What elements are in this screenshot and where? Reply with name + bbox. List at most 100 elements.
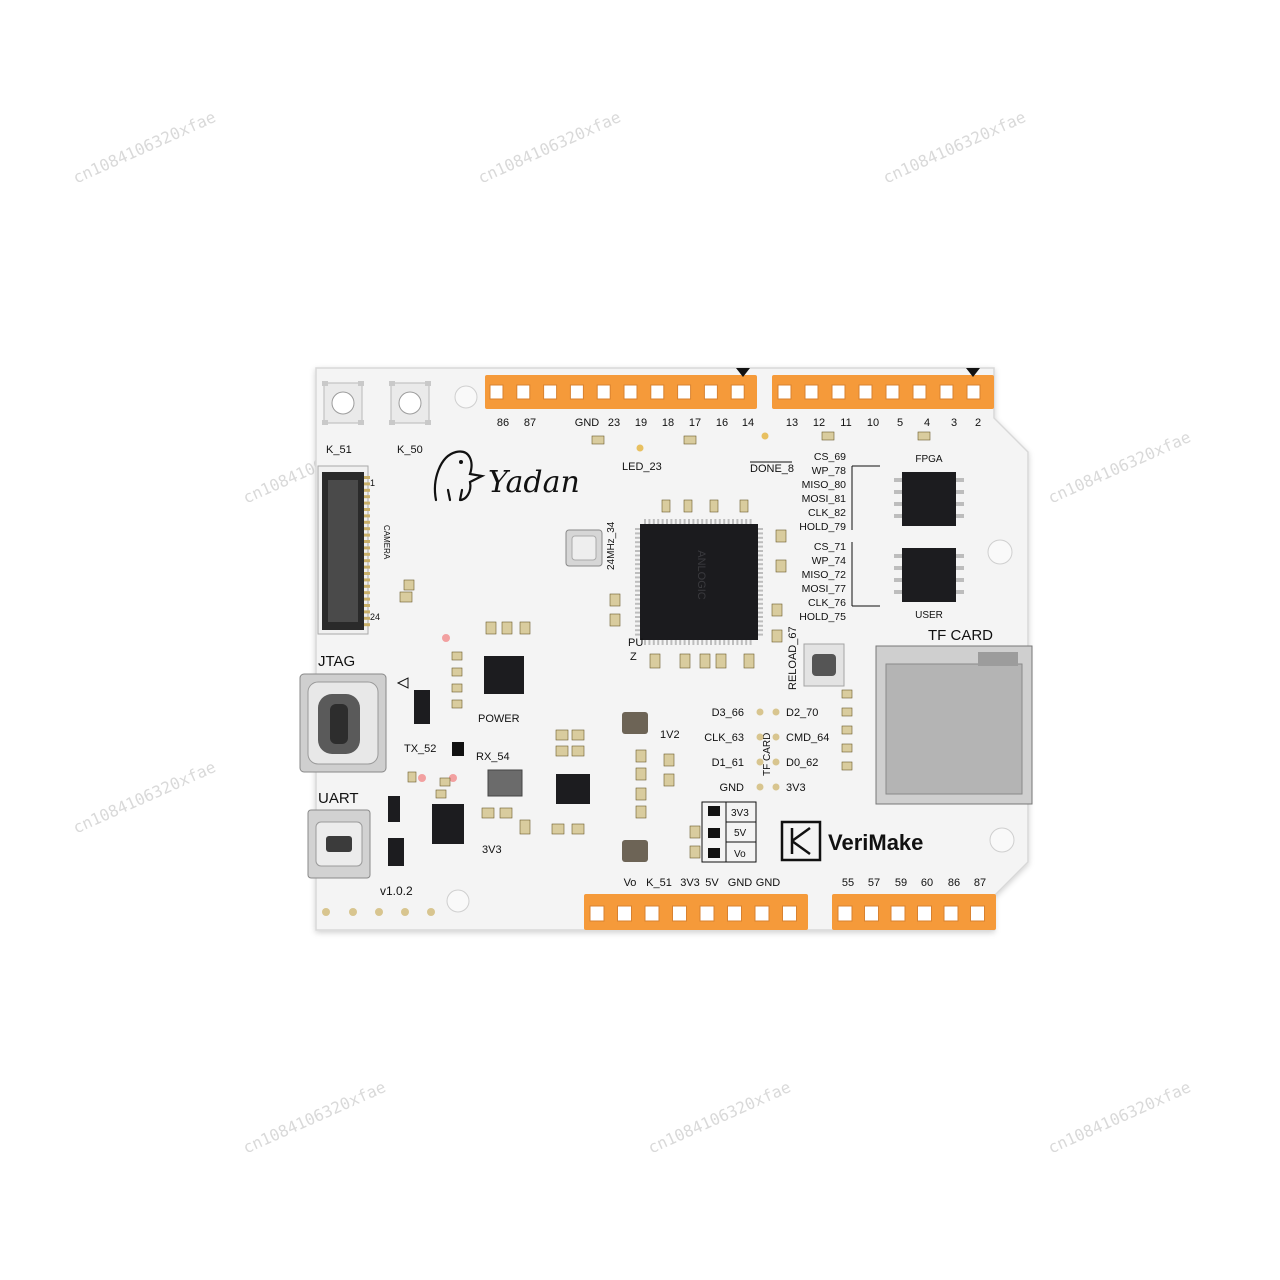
header-hole: [885, 384, 900, 400]
ic-pin: [894, 490, 902, 494]
tf-card-slot[interactable]: [875, 645, 1033, 805]
connector-pin: [364, 527, 370, 531]
ic-pin: [758, 532, 763, 535]
top-header-right[interactable]: [772, 375, 994, 409]
ic-pin: [635, 580, 640, 583]
ic-pin: [635, 585, 640, 588]
connector-pin: [364, 604, 370, 607]
brand-text: Yadan: [488, 465, 580, 500]
verimake-logo: VeriMake: [780, 820, 923, 862]
z-label: Z: [630, 651, 637, 663]
header-hole: [644, 905, 660, 922]
smd-passive: [683, 499, 693, 513]
smd-passive: [451, 683, 463, 693]
tx-led: [418, 774, 426, 782]
ic-pin: [692, 640, 695, 645]
ic-pin: [894, 578, 902, 582]
smd-passive: [715, 653, 727, 669]
connector-pin: [364, 616, 370, 620]
ic-pin: [758, 536, 763, 539]
ic-pin: [758, 620, 763, 623]
ic-pin: [758, 545, 763, 548]
header-hole: [970, 905, 985, 922]
voltage-option: 3V3: [731, 808, 749, 819]
header-hole: [677, 384, 692, 400]
camera-connector[interactable]: [317, 465, 369, 635]
ic-pin: [635, 532, 640, 535]
flash-pin-label: CLK_82: [808, 507, 846, 519]
tf-pin-label: CMD_64: [786, 732, 829, 744]
pin-label: 3V3: [680, 877, 700, 889]
ic-pin: [648, 640, 651, 645]
flash-pin-label: WP_78: [812, 465, 847, 477]
ic-pin: [758, 594, 763, 596]
diode: [388, 796, 400, 822]
voltage-select-jumper[interactable]: [701, 801, 757, 863]
smd-passive: [555, 745, 569, 757]
header-hole: [966, 384, 981, 400]
ic-pin: [670, 519, 673, 524]
camera-pins: [364, 476, 370, 627]
tx-label: TX_52: [404, 743, 436, 755]
ic-pin: [661, 640, 664, 645]
header-hole: [650, 384, 665, 400]
connector-pin: [364, 540, 370, 543]
tf-right-pin-labels: D2_70 CMD_64 D0_62 3V3: [786, 707, 829, 794]
uart-bridge-chip: [432, 804, 464, 844]
ic-pin: [705, 640, 708, 645]
tf-test-pads: [756, 708, 780, 791]
header-hole: [831, 384, 846, 400]
bottom-header-right-labels: 55 57 59 60 86 87: [842, 877, 986, 889]
tf-card-vertical-label: TF CARD: [762, 733, 773, 776]
header-hole: [489, 384, 504, 400]
fpga-chip-pins: [635, 519, 763, 645]
top-header-left[interactable]: [485, 375, 757, 409]
mounting-hole: [987, 539, 1013, 565]
regulator: [388, 838, 404, 866]
version-label: v1.0.2: [380, 884, 413, 898]
pin-label: 18: [662, 417, 674, 429]
ic-pin: [758, 611, 763, 614]
ic-pin: [718, 519, 721, 524]
header-pins: [489, 384, 981, 400]
flash-pin-label: MOSI_77: [802, 583, 847, 595]
ic-pin: [635, 576, 640, 579]
smd-passive: [519, 621, 531, 635]
ic-pin: [758, 598, 763, 601]
ic-pin: [758, 624, 763, 627]
done-label: DONE_8: [750, 463, 794, 475]
smd-passive: [771, 629, 783, 643]
smd-passive: [679, 653, 691, 669]
voltage-option: 5V: [734, 828, 747, 839]
smd-passive: [771, 603, 783, 617]
ic-pin: [736, 640, 739, 645]
k50-button[interactable]: [389, 381, 431, 425]
logo-text: VeriMake: [828, 830, 923, 855]
smd-passive: [571, 745, 585, 757]
ic-pin: [758, 528, 763, 530]
ic-pin: [894, 514, 902, 518]
flash-pin-label: MISO_72: [802, 569, 847, 581]
ic-pin: [758, 616, 763, 618]
pin-label: 55: [842, 877, 854, 889]
bottom-header-left[interactable]: [584, 894, 808, 930]
ic-pin: [758, 633, 763, 636]
connector-pin: [364, 559, 370, 563]
ic-pin: [666, 519, 668, 524]
connector-pin: [364, 508, 370, 511]
tf-left-pin-labels: D3_66 CLK_63 D1_61 GND: [704, 707, 744, 794]
ic-pin: [683, 519, 686, 524]
ic-pin: [679, 640, 682, 645]
smd-passive: [917, 431, 931, 441]
pin-label: 5: [897, 417, 903, 429]
jtag-usb-c-port[interactable]: [299, 673, 387, 773]
ic-pin: [894, 566, 902, 570]
ic-pin: [635, 611, 640, 614]
k51-button[interactable]: [322, 381, 364, 425]
uart-micro-usb-port[interactable]: [307, 809, 371, 879]
header-hole: [890, 905, 906, 922]
reload-button[interactable]: [803, 643, 845, 687]
connector-pin: [364, 591, 370, 595]
smd-passive: [555, 729, 569, 741]
